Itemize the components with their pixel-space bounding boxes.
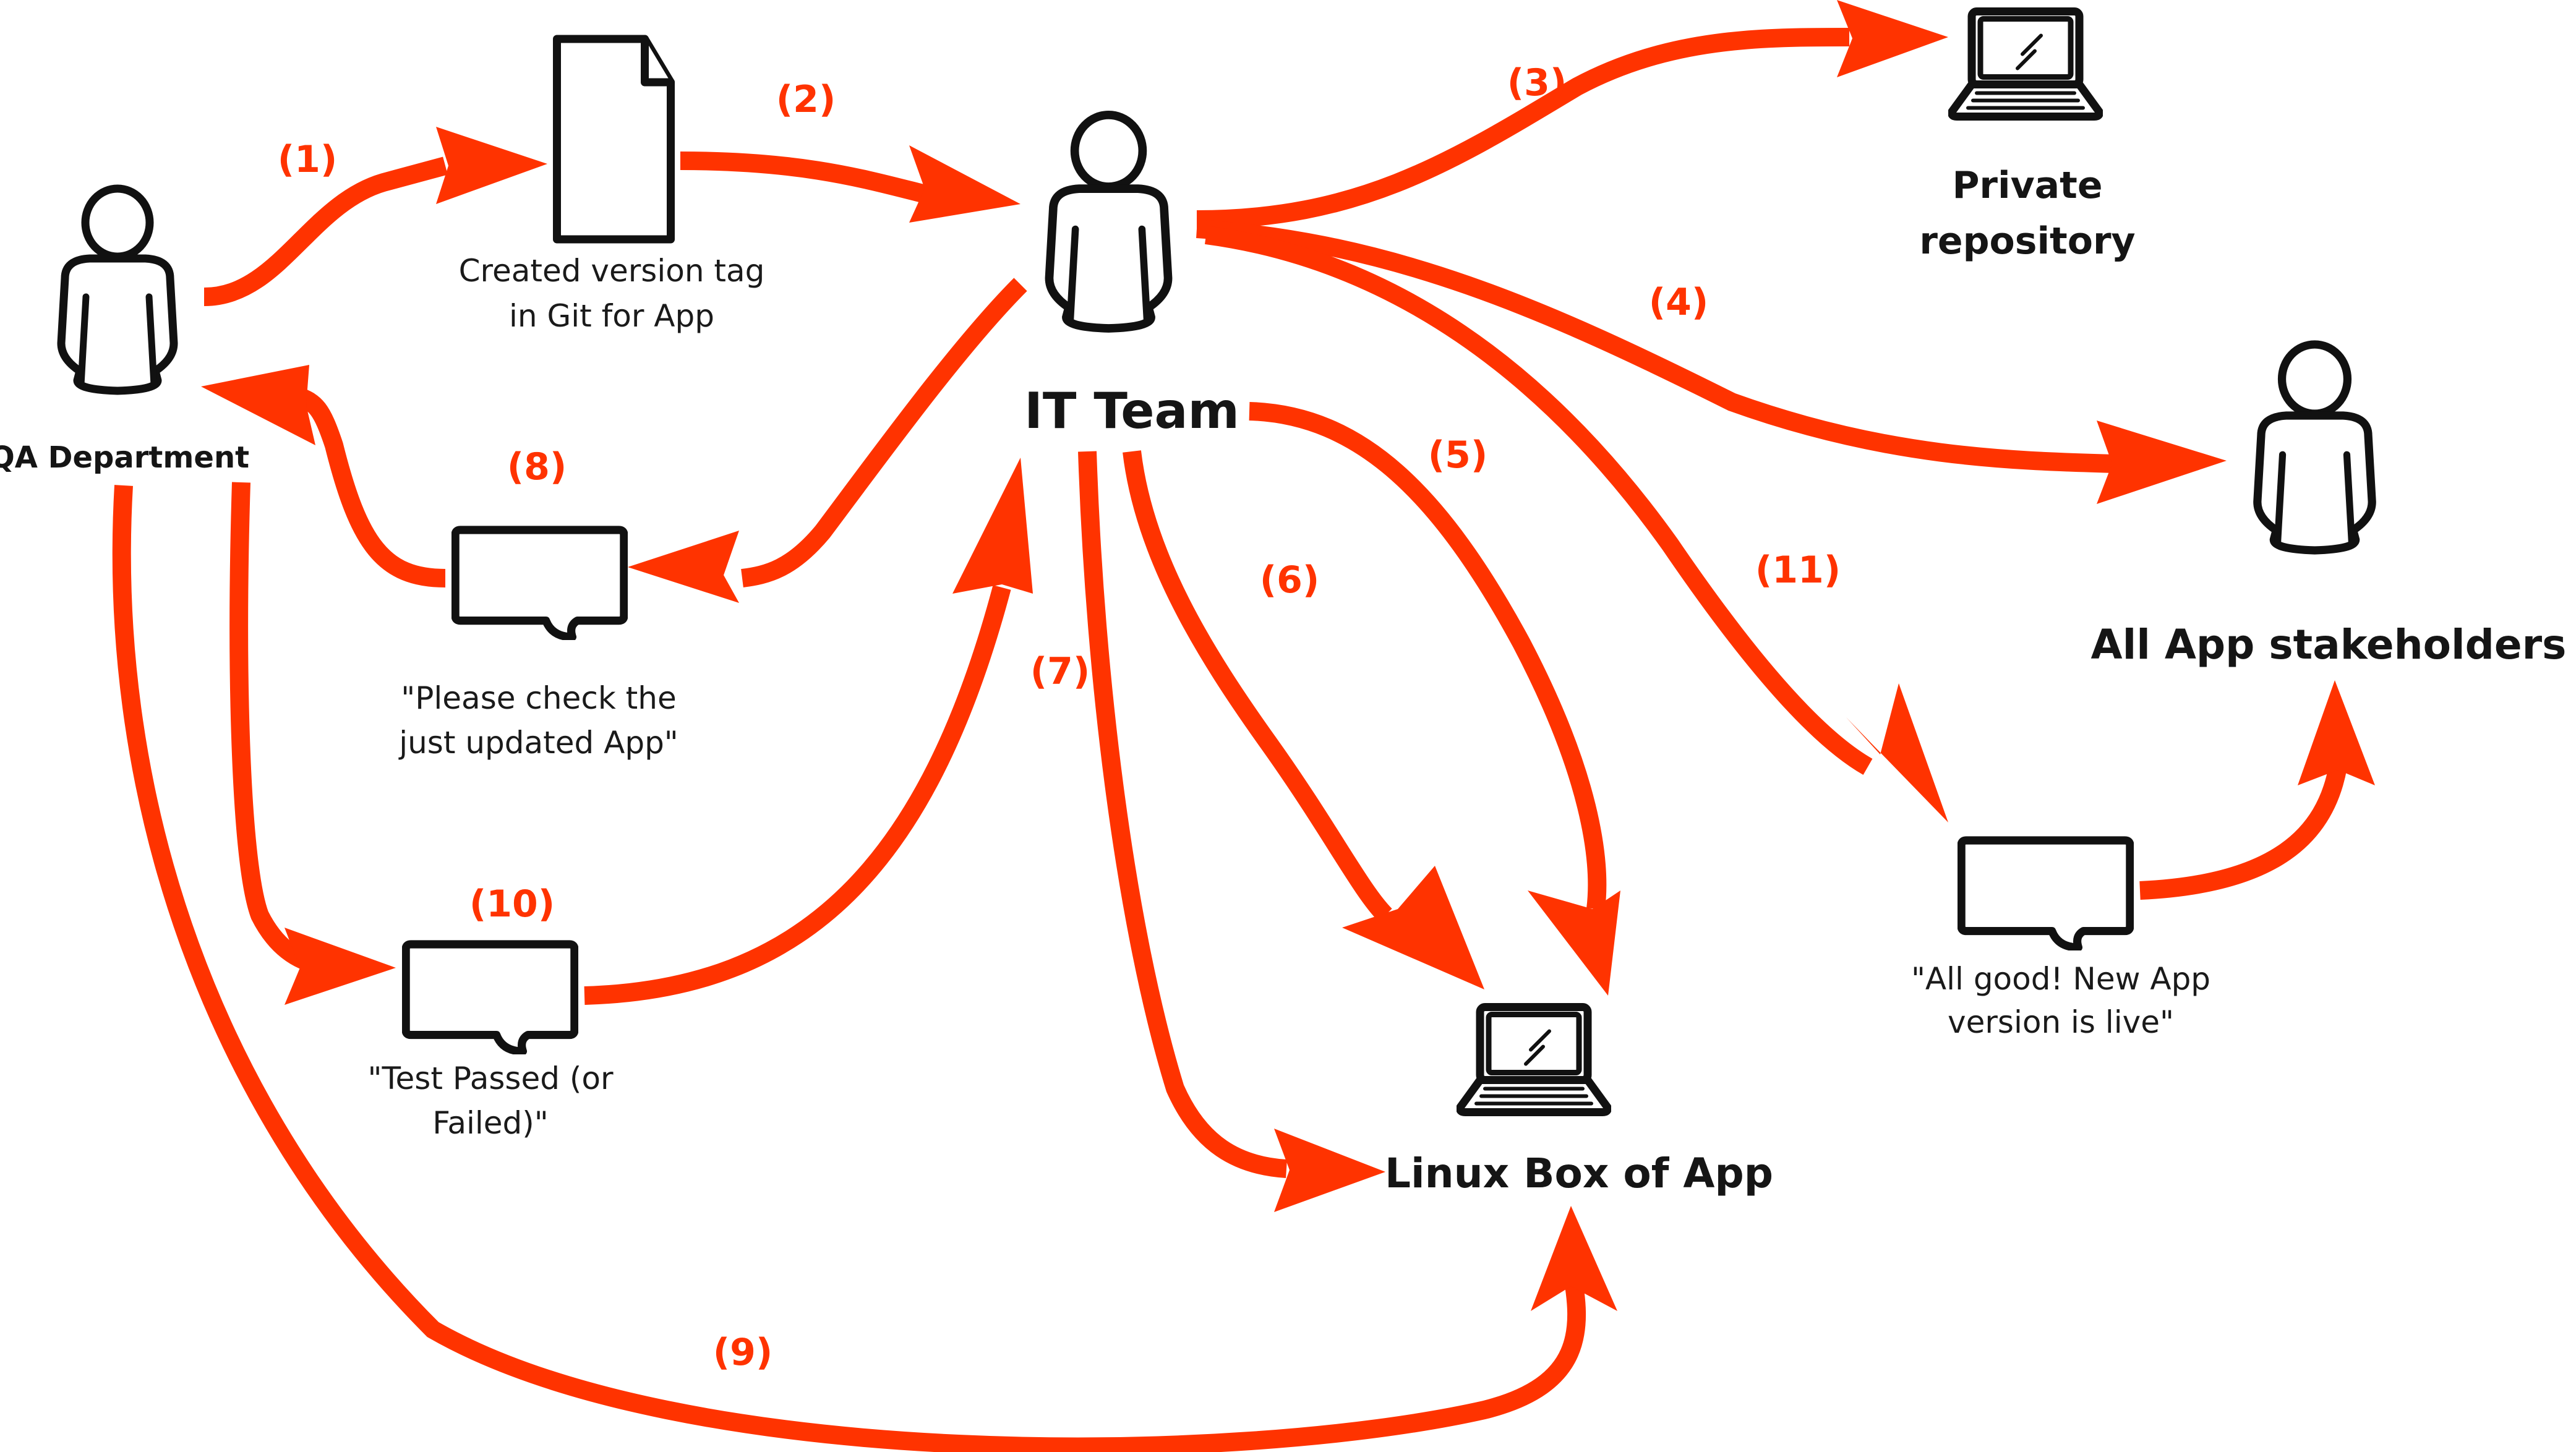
step-label-7: (7) bbox=[1030, 650, 1090, 693]
arrow-step-11 bbox=[1205, 226, 1873, 775]
step-label-4: (4) bbox=[1649, 281, 1709, 324]
linux-box-laptop-icon bbox=[1460, 1007, 1608, 1112]
document-caption-line2: in Git for App bbox=[509, 298, 714, 334]
arrow-head-step-2 bbox=[909, 145, 1021, 223]
arrow-step-6 bbox=[1123, 450, 1392, 922]
arrow-head-step-1 bbox=[436, 127, 547, 204]
speech-bubble-check-icon bbox=[455, 530, 624, 637]
stakeholders-person-icon bbox=[2257, 344, 2372, 550]
arrow-step-3 bbox=[1196, 28, 1850, 229]
arrow-head-step-8 bbox=[628, 531, 739, 603]
arrow-step-11b bbox=[2139, 765, 2347, 900]
arrow-head-step-4 bbox=[2097, 421, 2227, 504]
arrow-step-8 bbox=[741, 278, 1027, 587]
test-message-line2: Failed)" bbox=[432, 1105, 549, 1141]
document-icon bbox=[557, 39, 671, 239]
arrow-step-9 bbox=[112, 485, 1586, 1452]
qa-person-icon bbox=[61, 189, 174, 391]
arrow-head-step-10a bbox=[285, 928, 396, 1005]
arrow-step-7 bbox=[1078, 451, 1288, 1178]
step-label-3: (3) bbox=[1507, 61, 1567, 105]
arrow-head-step-6 bbox=[1342, 866, 1484, 989]
arrow-step-8b bbox=[294, 386, 446, 587]
check-message-line1: "Please check the bbox=[401, 680, 676, 716]
step-label-9: (9) bbox=[713, 1331, 773, 1374]
arrow-step-2 bbox=[680, 152, 930, 204]
step-label-2: (2) bbox=[776, 78, 836, 121]
step-label-1: (1) bbox=[278, 138, 338, 181]
arrow-step-10b bbox=[584, 585, 1011, 1005]
private-repository-label-line1: Private bbox=[1952, 164, 2102, 207]
live-message-line2: version is live" bbox=[1948, 1004, 2174, 1040]
step-labels: (1) (2) (3) (4) (5) (6) (7) (8) (9) (10)… bbox=[278, 61, 1841, 1374]
document-caption-line1: Created version tag bbox=[459, 253, 765, 289]
private-repository-label-line2: repository bbox=[1919, 220, 2135, 263]
arrow-step-5 bbox=[1249, 402, 1607, 910]
speech-bubble-live-icon bbox=[1961, 840, 2130, 947]
step-label-10: (10) bbox=[469, 882, 555, 926]
arrow-head-step-5 bbox=[1528, 890, 1620, 996]
arrow-head-step-10b bbox=[952, 458, 1033, 594]
arrow-head-step-9 bbox=[1531, 1206, 1617, 1311]
private-repository-laptop-icon bbox=[1952, 12, 2100, 117]
step-label-8: (8) bbox=[507, 445, 567, 489]
check-message-line2: just updated App" bbox=[398, 725, 678, 761]
linux-box-label: Linux Box of App bbox=[1385, 1150, 1773, 1197]
it-team-label: IT Team bbox=[1024, 382, 1239, 440]
stakeholders-label: All App stakeholders bbox=[2091, 621, 2567, 668]
step-label-5: (5) bbox=[1428, 433, 1488, 477]
arrow-step-10a bbox=[229, 482, 347, 977]
step-label-11: (11) bbox=[1755, 549, 1841, 592]
arrow-step-4 bbox=[1196, 220, 2116, 473]
arrow-head-step-7 bbox=[1274, 1129, 1385, 1212]
arrow-head-step-3 bbox=[1837, 0, 1948, 77]
arrows bbox=[112, 0, 2375, 1452]
live-message-line1: "All good! New App bbox=[1911, 961, 2210, 997]
step-label-6: (6) bbox=[1260, 558, 1320, 602]
arrow-head-step-11 bbox=[1846, 683, 1948, 822]
arrow-head-step-8b bbox=[201, 365, 315, 445]
arrow-head-step-11b bbox=[2298, 680, 2375, 785]
qa-department-label: QA Department bbox=[0, 440, 249, 475]
arrow-step-1 bbox=[203, 156, 448, 306]
it-team-person-icon bbox=[1049, 115, 1168, 328]
test-message-line1: "Test Passed (or bbox=[367, 1061, 613, 1096]
speech-bubble-test-icon bbox=[406, 944, 575, 1051]
